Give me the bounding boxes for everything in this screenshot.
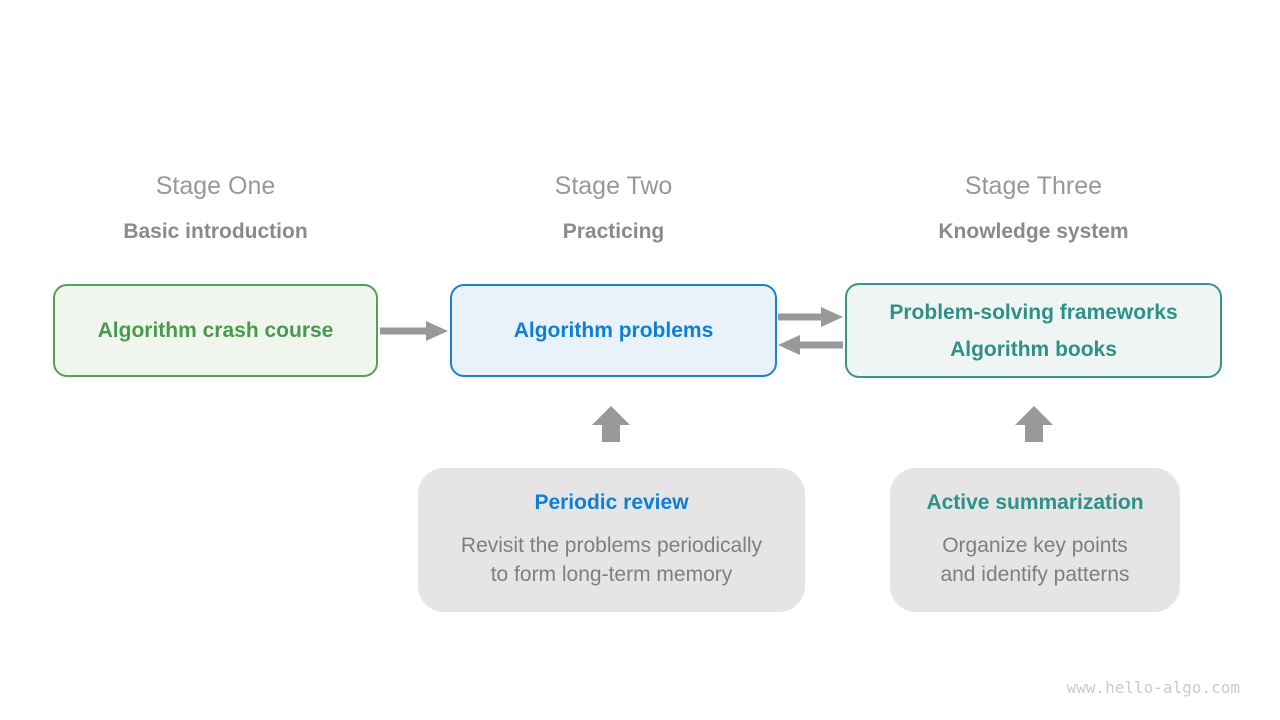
periodic-review-note: Periodic review Revisit the problems per… [418,468,805,612]
stage-three-title: Stage Three [964,172,1103,200]
active-summarization-body: Organize key points and identify pattern… [940,534,1130,586]
algorithm-books-label: Algorithm books [950,337,1117,361]
algorithm-problems-box: Algorithm problems [450,284,777,377]
periodic-review-body: Revisit the problems periodically to for… [460,534,763,586]
arrow-up-active-summarization-icon [1015,406,1053,442]
watermark: www.hello-algo.com [1066,678,1240,697]
arrow-right-crash-to-problems-icon [380,321,448,341]
knowledge-system-box: Problem-solving frameworks Algorithm boo… [845,283,1222,378]
algorithm-crash-course-label: Algorithm crash course [97,319,334,342]
stage-one-subtitle: Basic introduction [123,220,308,243]
arrow-right-problems-to-frameworks-icon [778,307,843,327]
periodic-review-title: Periodic review [534,491,689,514]
stage-two-title: Stage Two [554,172,673,200]
algorithm-problems-label: Algorithm problems [513,319,714,342]
stage-two-subtitle: Practicing [562,220,665,243]
arrow-left-frameworks-to-problems-icon [778,335,843,355]
arrow-up-periodic-review-icon [592,406,630,442]
stage-one-title: Stage One [155,172,276,200]
active-summarization-note: Active summarization Organize key points… [890,468,1180,612]
stage-three-subtitle: Knowledge system [938,220,1129,243]
algorithm-crash-course-box: Algorithm crash course [53,284,378,377]
active-summarization-title: Active summarization [926,491,1144,514]
problem-solving-frameworks-label: Problem-solving frameworks [889,300,1178,324]
